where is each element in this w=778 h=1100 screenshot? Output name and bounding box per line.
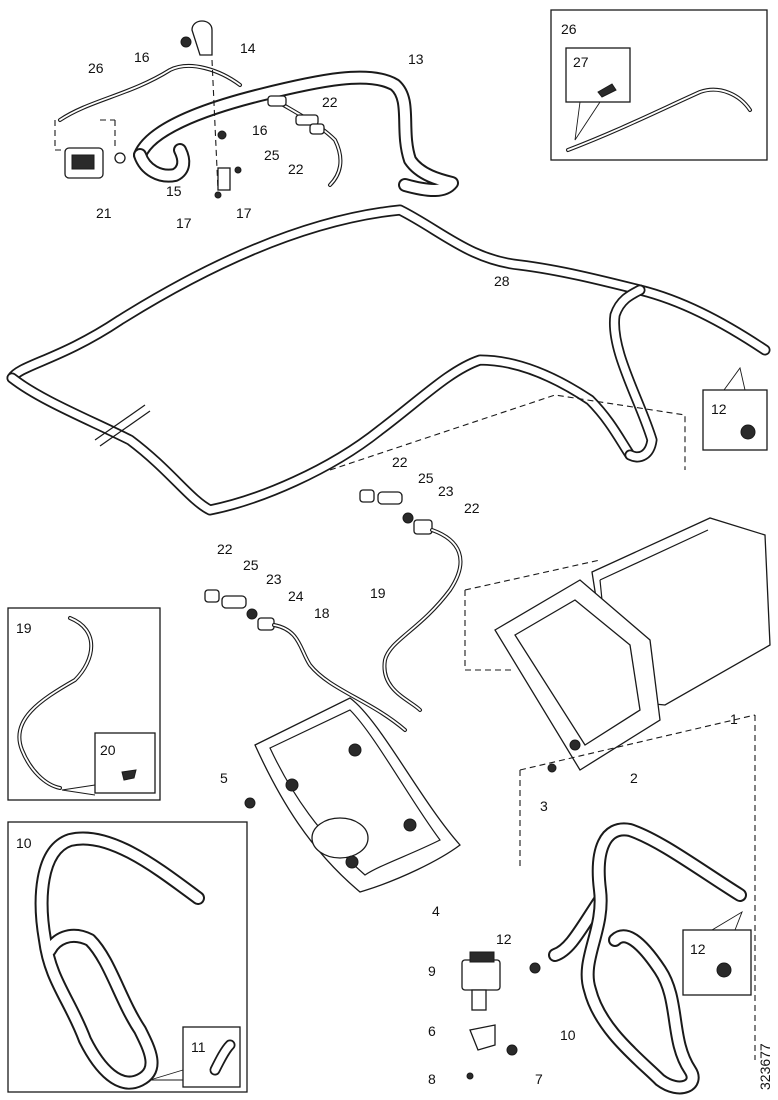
label-22e: 22 [217, 541, 233, 557]
label-22c: 22 [392, 454, 408, 470]
label-5: 5 [220, 770, 228, 786]
housing-parts [464, 517, 771, 773]
label-22b: 22 [288, 161, 304, 177]
label-22a: 22 [322, 94, 338, 110]
inset-callout-12 [702, 366, 768, 451]
inset-left-10-callout: 11 [191, 1039, 206, 1055]
label-28: 28 [494, 273, 510, 289]
label-25c: 25 [243, 557, 259, 573]
label-8: 8 [428, 1071, 436, 1087]
label-6: 6 [428, 1023, 436, 1039]
label-25b: 25 [418, 470, 434, 486]
label-21: 21 [96, 205, 112, 221]
inset-bottom-right-12 [682, 910, 752, 996]
valve-assembly [461, 893, 607, 1080]
label-22d: 22 [464, 500, 480, 516]
inset-bottom-right-12-label: 12 [690, 941, 706, 957]
label-23a: 23 [438, 483, 454, 499]
label-16a: 16 [134, 49, 150, 65]
main-hose-28 [6, 204, 771, 516]
label-13: 13 [408, 51, 424, 67]
inset-left-10 [7, 821, 248, 1093]
inset-top-right-callout: 27 [573, 54, 589, 70]
connector-cables [204, 489, 463, 732]
label-17b: 17 [236, 205, 252, 221]
inset-top-right-title: 26 [561, 21, 577, 37]
label-1: 1 [730, 711, 738, 727]
inset-left-19-title: 19 [16, 620, 32, 636]
label-25a: 25 [264, 147, 280, 163]
callout-labels: 13 14 16 26 22 16 25 22 15 21 17 17 28 2… [16, 21, 773, 1090]
label-17a: 17 [176, 215, 192, 231]
label-26: 26 [88, 60, 104, 76]
inset-top-right [550, 9, 768, 161]
inset-left-19-callout: 20 [100, 742, 116, 758]
inset-left-19 [7, 607, 161, 801]
label-10: 10 [560, 1027, 576, 1043]
drawing-number: 323677 [757, 1043, 773, 1090]
label-24: 24 [288, 588, 304, 604]
label-14: 14 [240, 40, 256, 56]
label-9: 9 [428, 963, 436, 979]
hose-10-right [519, 714, 756, 1095]
label-7: 7 [535, 1071, 543, 1087]
label-12a: 12 [496, 931, 512, 947]
inset-left-10-title: 10 [16, 835, 32, 851]
tray-part-4 [244, 697, 461, 893]
label-19: 19 [370, 585, 386, 601]
inset-callout-12-label: 12 [711, 401, 727, 417]
label-23b: 23 [266, 571, 282, 587]
label-3: 3 [540, 798, 548, 814]
upper-hose-assembly [54, 20, 459, 199]
label-16b: 16 [252, 122, 268, 138]
label-4: 4 [432, 903, 440, 919]
label-15: 15 [166, 183, 182, 199]
label-18: 18 [314, 605, 330, 621]
label-2: 2 [630, 770, 638, 786]
